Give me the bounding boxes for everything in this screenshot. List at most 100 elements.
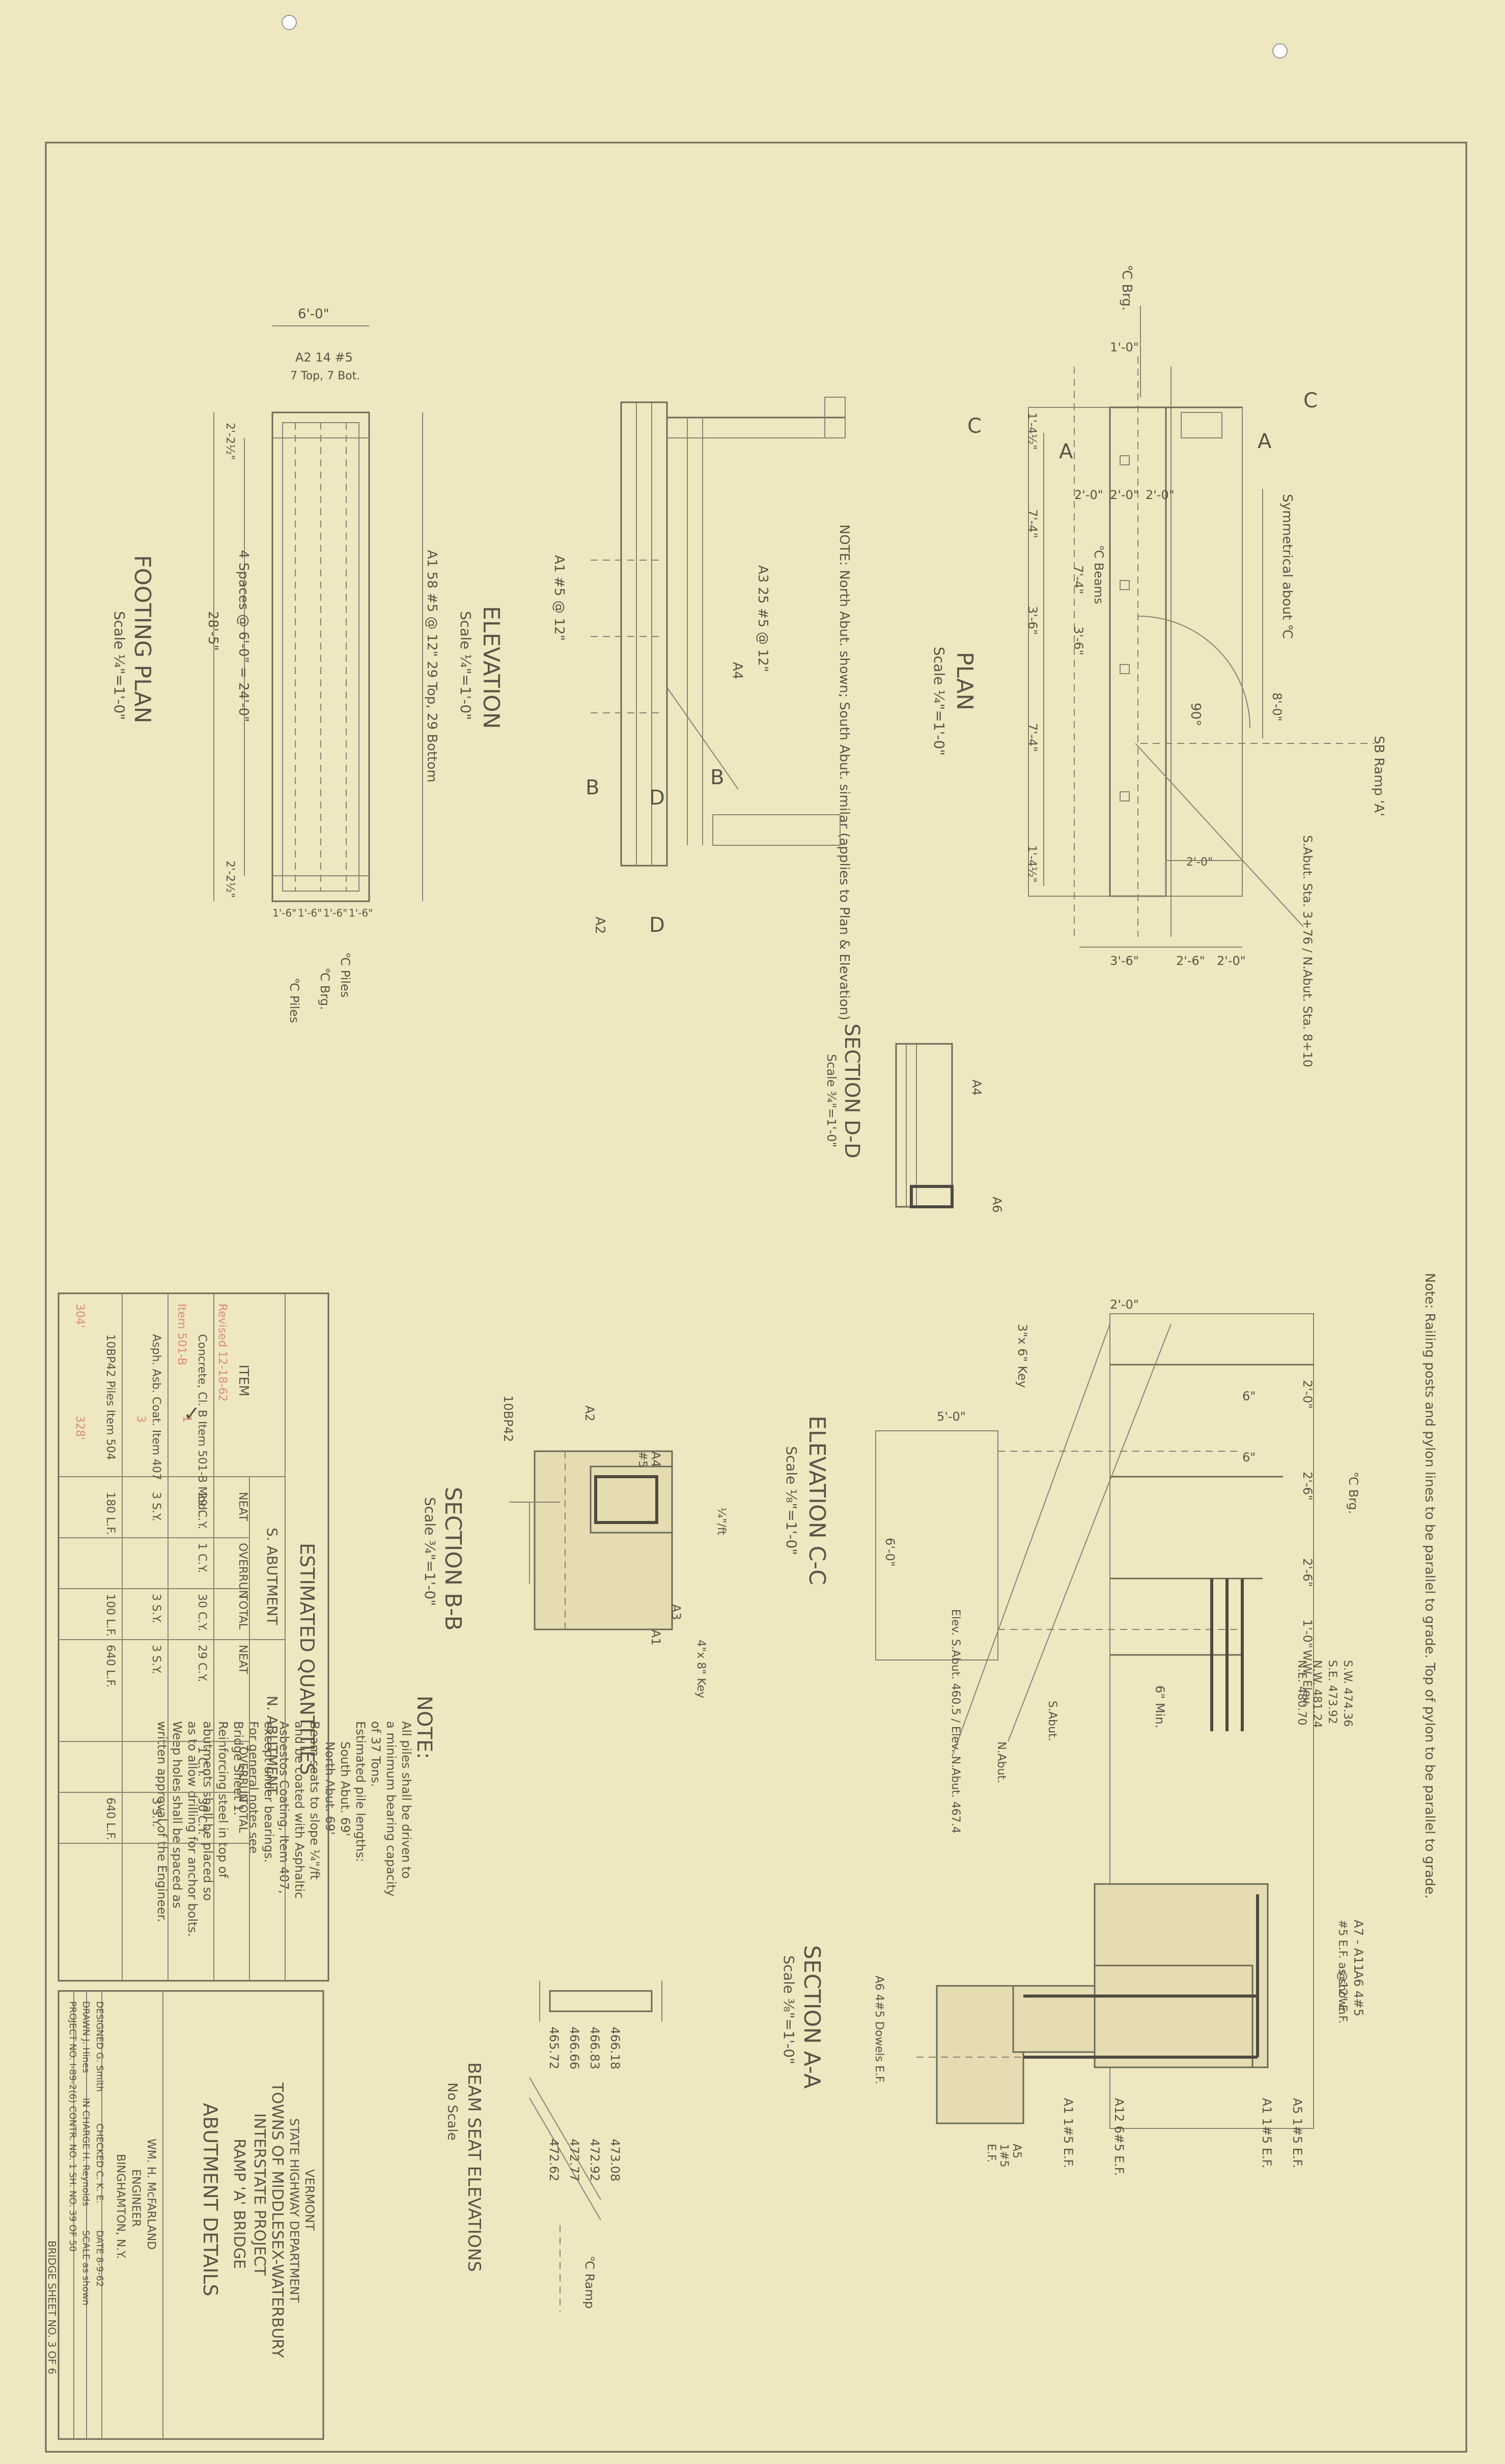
section-bb-a3: A3 xyxy=(669,1604,683,1620)
quantities-row3-neat-s: 180 L.F. xyxy=(104,1492,117,1535)
beam-seat-title: BEAM SEAT ELEVATIONS xyxy=(464,2062,484,2272)
elevation-section-b-left: B xyxy=(586,776,599,799)
plan-section-c-left: C xyxy=(967,414,982,438)
quantities-row3-total-n: 640 L.F. xyxy=(104,1797,117,1840)
title-designed: DESIGNED G. Smith xyxy=(94,2001,105,2092)
title-dept: STATE HIGHWAY DEPARTMENT xyxy=(287,2118,301,2303)
note-line-8: and be coated with Asphaltic xyxy=(292,1721,306,1899)
elevation-a2-label: A2 xyxy=(592,917,607,934)
section-bb-pile: 10BP42 xyxy=(501,1395,515,1442)
elevation-cc-elev-4: N.E. 480.70 xyxy=(1295,1660,1308,1725)
plan-dim-10: 8'-0" xyxy=(1270,693,1284,722)
plan-dim-6: 7'-4" xyxy=(1071,565,1085,594)
section-bb-a4: A4 xyxy=(649,1451,663,1468)
section-aa-a5b: A5 xyxy=(1010,2144,1023,2158)
note-line-2: a minimum bearing capacity xyxy=(384,1721,398,1897)
quantities-red-3: 3 xyxy=(134,1416,147,1423)
plan-dim-3: 2'-0" xyxy=(1110,488,1139,502)
elevation-cc-elev-1: S.W. 474.36 xyxy=(1341,1660,1354,1727)
title-project: INTERSTATE PROJECT xyxy=(250,2113,268,2276)
plan-ramp-label: SB Ramp 'A' xyxy=(1371,736,1386,816)
plan-dim-1: 1'-0" xyxy=(1110,340,1139,354)
footing-a2-sub: 7 Top, 7 Bot. xyxy=(290,370,360,382)
note-line-9: Asbestos Coating, Item 407, xyxy=(277,1721,291,1894)
section-aa-title: SECTION A-A xyxy=(799,1945,825,2089)
note-line-6: North Abut. 69' xyxy=(323,1741,337,1835)
plan-dim-13: 2'-0" xyxy=(1217,954,1246,968)
section-dd-view: SECTION D-D Scale ¾"=1'-0" A4 A6 xyxy=(824,1023,1004,1213)
quantities-header-total-n: TOTAL xyxy=(236,1797,249,1834)
footing-dim-3: 1'-6" xyxy=(323,907,347,919)
section-bb-a2: A2 xyxy=(582,1405,597,1422)
quantities-row1-overrun-s: 1 C.Y. xyxy=(196,1543,208,1573)
beam-seat-right-3: 472.77 xyxy=(567,2139,581,2181)
quantities-row2-total-s: 3 S.Y. xyxy=(150,1594,162,1623)
elevation-section-d-top: D xyxy=(649,786,665,810)
section-aa-a7b: #5 E.F. as shown xyxy=(1336,1920,1349,2014)
title-project-no: PROJECT NO. I-89-2(6) CONTR. NO. 1 SH. N… xyxy=(67,2001,78,2252)
title-drawn: DRAWN J. Hines xyxy=(80,2001,91,2073)
quantities-row1-overrun-n: 1 C.Y. xyxy=(196,1747,208,1777)
plan-beams-label: ℃ Beams xyxy=(1092,545,1106,604)
section-dd-title: SECTION D-D xyxy=(840,1023,863,1158)
note-line-11: For general notes see xyxy=(246,1721,261,1853)
plan-brg-label: ℃ Brg. xyxy=(1119,265,1134,311)
section-aa-a5d: E.F. xyxy=(985,2144,997,2163)
quantities-n-abut: N. ABUTMENT xyxy=(264,1696,281,1795)
section-dd-a6: A6 xyxy=(990,1197,1004,1213)
note-line-15: as to allow drilling for anchor bolts. xyxy=(185,1721,200,1937)
elevation-cc-note: Note: Railing posts and pylon lines to b… xyxy=(1422,1273,1437,1899)
elevation-cc-ww: W.W. Elev. xyxy=(1300,1650,1313,1706)
elevation-cc-sabut: S.Abut. xyxy=(1046,1701,1058,1741)
section-dd-a4: A4 xyxy=(969,1079,984,1096)
section-bb-key: 4"x 8" Key xyxy=(694,1640,707,1698)
note-line-1: All piles shall be driven to xyxy=(399,1721,413,1879)
footing-piles-label: ℃ Piles xyxy=(338,952,352,998)
plan-dim-8: 3'-6" xyxy=(1071,626,1085,655)
quantities-row3-neat-n: 640 L.F. xyxy=(104,1645,117,1687)
section-bb-title: SECTION B-B xyxy=(440,1487,466,1631)
punch-hole-right xyxy=(1272,43,1288,59)
plan-note: NOTE: North Abut. shown; South Abut. sim… xyxy=(837,524,852,1020)
section-aa-a6: A6 4#5 xyxy=(1351,1971,1365,2016)
title-role: ENGINEER xyxy=(129,2169,142,2227)
title-sheet-title: ABUTMENT DETAILS xyxy=(199,2103,221,2296)
section-aa-a7: A7 - A11 xyxy=(1351,1920,1365,1972)
footing-brg-label: ℃ Brg. xyxy=(318,967,332,1010)
note-lines: All piles shall be driven to a minimum b… xyxy=(155,1721,413,1937)
plan-section-a-left: A xyxy=(1059,440,1073,463)
section-aa-a1-left: A1 1#5 E.F. xyxy=(1061,2098,1075,2168)
footing-spacing: 4 Spaces @ 6'-0" = 24'-0" xyxy=(236,550,251,722)
plan-stations: S.Abut. Sta. 3+76 / N.Abut. Sta. 8+10 xyxy=(1300,835,1315,1067)
section-bb-scale: Scale ¾"=1'-0" xyxy=(422,1497,438,1606)
plan-angle: 90° xyxy=(1188,703,1203,726)
elevation-cc-width: 5'-0" xyxy=(937,1409,966,1424)
title-firm: WM. H. McFARLAND xyxy=(145,2139,157,2250)
plan-symmetric-note: Symmetrical about ℃ xyxy=(1279,494,1295,639)
elevation-cc-key: 3"x 6" Key xyxy=(1015,1324,1029,1388)
quantities-s-abut: S. ABUTMENT xyxy=(264,1528,281,1625)
plan-section-c-top: C xyxy=(1303,389,1318,412)
quantities-red-1: 1 xyxy=(180,1416,193,1423)
plan-dim-12: 2'-6" xyxy=(1176,954,1205,968)
plan-dim-14: 1'-4½" xyxy=(1025,412,1038,450)
title-checked: CHECKED C. K. E. xyxy=(94,2123,105,2203)
footing-length: 28'-5" xyxy=(205,611,220,651)
elevation-cc-d6: 6" xyxy=(1242,1389,1256,1403)
elevation-section-b-right: B xyxy=(710,766,724,789)
section-aa-a1: A1 1#5 E.F. xyxy=(1260,2098,1274,2168)
quantities-row2-total-n: 3 S.Y. xyxy=(150,1797,162,1827)
section-bb-a1: A1 xyxy=(649,1629,663,1646)
elevation-cc-elev-2: S.E. 473.92 xyxy=(1326,1660,1339,1724)
section-aa-dowels: A6 4#5 Dowels E.F. xyxy=(873,1976,885,2084)
footing-dim-1: 1'-6" xyxy=(272,907,296,919)
note-line-7: Beam seats to slope ¼"/ft xyxy=(308,1721,322,1880)
title-city: BINGHAMTON, N.Y. xyxy=(114,2154,127,2259)
quantities-red-304: 304' xyxy=(73,1304,86,1328)
elevation-scale: Scale ¼"=1'-0" xyxy=(457,611,474,720)
quantities-red-item: Item 501-B xyxy=(175,1304,188,1365)
title-state: VERMONT xyxy=(302,2169,317,2231)
plan-dim-2: 2'-0" xyxy=(1074,488,1103,502)
plan-dim-9: 7'-4" xyxy=(1025,723,1040,752)
